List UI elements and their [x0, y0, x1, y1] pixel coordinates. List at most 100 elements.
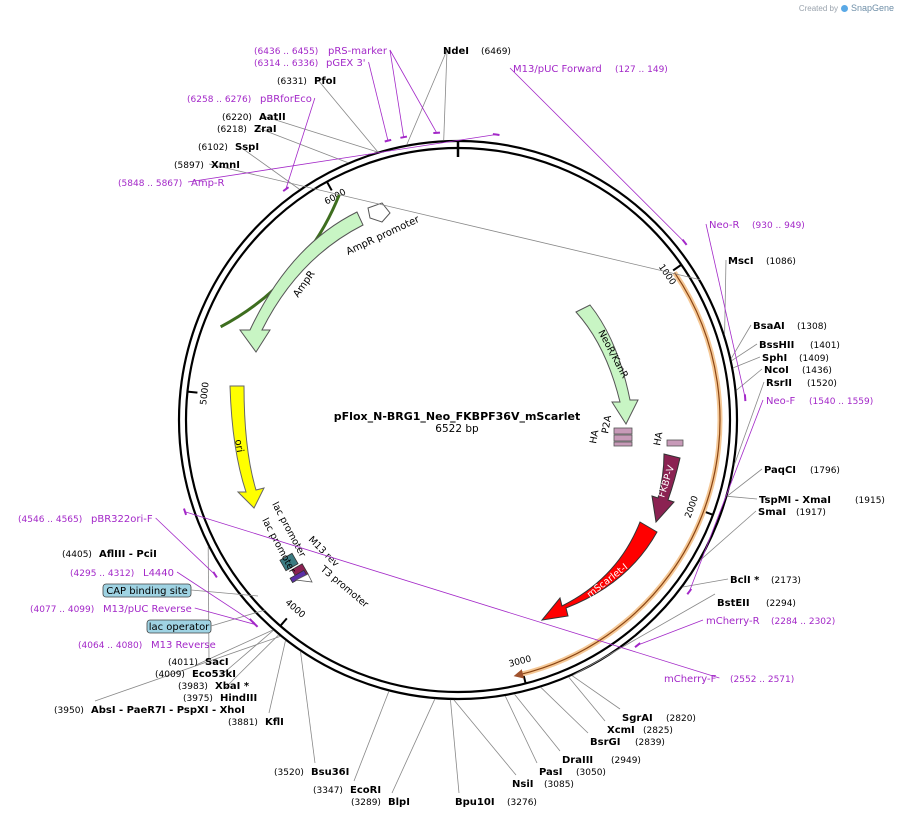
enzyme-bsteii[interactable]: BstEII(2294): [717, 598, 796, 609]
primer-leader-line: [184, 511, 720, 679]
enzyme-rsrii[interactable]: RsrII(1520): [766, 378, 837, 389]
fkbp-feature: FKBP-V: [651, 453, 681, 524]
primer-leader-line: [368, 61, 389, 141]
enzyme-leader-line: [391, 698, 436, 794]
primer-marker: [634, 642, 641, 648]
svg-text:(6469): (6469): [481, 47, 511, 57]
feature-box-cap-binding-site[interactable]: CAP binding site: [102, 583, 259, 598]
enzyme-leader-line: [731, 343, 758, 362]
svg-text:(3289): (3289): [351, 798, 381, 808]
primer-pbr322ori-f[interactable]: (4546 .. 4565)pBR322ori-F: [18, 514, 153, 525]
primer-leader-line: [285, 97, 316, 190]
enzyme-draiii[interactable]: DraIII(2949): [562, 755, 641, 766]
enzyme-sgrai[interactable]: SgrAI(2820): [622, 713, 696, 724]
enzyme-afliii-pcii[interactable]: (4405)AflIII - PciI: [62, 549, 157, 560]
svg-text:(1308): (1308): [797, 322, 827, 332]
primer-pgex3[interactable]: (6314 .. 6336)pGEX 3': [254, 58, 366, 69]
enzyme-leader-line: [724, 259, 727, 335]
plasmid-backbone: [177, 139, 739, 701]
svg-text:HindIII: HindIII: [220, 693, 257, 704]
svg-text:(3347): (3347): [313, 786, 343, 796]
enzyme-zrai[interactable]: (6218)ZraI: [217, 124, 277, 135]
primer-pbrforeco[interactable]: (6258 .. 6276)pBRforEco: [187, 94, 312, 105]
enzyme-xcmi[interactable]: XcmI(2825): [607, 725, 673, 736]
svg-text:RsrII: RsrII: [766, 378, 792, 389]
enzyme-hindiii[interactable]: (3975)HindIII: [183, 693, 257, 704]
enzyme-xmni[interactable]: (5897)XmnI: [174, 160, 240, 171]
enzyme-blpi[interactable]: (3289)BlpI: [351, 797, 410, 808]
plasmid-length: 6522 bp: [435, 423, 479, 435]
svg-text:XbaI *: XbaI *: [215, 681, 250, 692]
primer-mcherry-r[interactable]: mCherry-R(2284 .. 2302): [706, 616, 835, 627]
primer-leader-line: [637, 619, 704, 646]
enzyme-leader-line: [262, 115, 378, 153]
enzyme-nsii[interactable]: NsiI(3085): [512, 779, 574, 790]
primer-neo-r[interactable]: Neo-R(930 .. 949): [709, 220, 805, 231]
primer-mcherry-f[interactable]: mCherry-F (2552 .. 2571): [664, 674, 794, 685]
enzyme-paqci[interactable]: PaqCI(1796): [764, 465, 840, 476]
t3-promoter-label: T3 promoter: [317, 563, 370, 610]
mscarlet-label: mScarlet-I: [585, 562, 630, 601]
enzyme-ndei[interactable]: NdeI (6469): [443, 46, 511, 57]
svg-text:Neo-R: Neo-R: [709, 220, 740, 231]
primer-m13-puc-reverse[interactable]: (4077 .. 4099)M13/pUC Reverse: [30, 604, 192, 615]
plasmid-center-labels: pFlox_N-BRG1_Neo_FKBPF36V_mScarlet 6522 …: [334, 410, 580, 435]
svg-text:mCherry-F: mCherry-F: [664, 674, 717, 685]
enzyme-saci[interactable]: (4011)SacI: [168, 657, 229, 668]
svg-text:AbsI - PaeR7I - PspXI - Xho: AbsI - PaeR7I - PspXI - XhoI: [91, 705, 245, 716]
svg-text:(1796): (1796): [810, 466, 840, 476]
primer-leader-lines: [155, 49, 764, 679]
snapgene-branding: Created by SnapGene: [799, 3, 894, 13]
enzyme-bsu36i[interactable]: (3520)Bsu36I: [274, 767, 349, 778]
enzyme-aatii[interactable]: (6220)AatII: [222, 112, 286, 123]
neo-feature: NeoR/KanR: [575, 304, 639, 426]
enzyme-absi-xhoi[interactable]: (3950)AbsI - PaeR7I - PspXI - XhoI: [54, 705, 245, 716]
enzyme-bsrgi[interactable]: BsrGI(2839): [590, 737, 665, 748]
feature-box-lac-operator[interactable]: lac operator: [146, 609, 266, 634]
enzyme-smai[interactable]: SmaI(1917): [758, 507, 826, 518]
svg-text:(6258 .. 6276): (6258 .. 6276): [187, 95, 251, 105]
enzyme-leader-line: [300, 651, 316, 764]
primer-leader-line: [155, 517, 216, 575]
primer-m13-puc-forward[interactable]: M13/pUC Forward(127 .. 149): [513, 64, 668, 75]
enzyme-bpu10i[interactable]: Bpu10I(3276): [455, 797, 537, 808]
svg-text:(6102): (6102): [198, 143, 228, 153]
svg-text:pGEX 3': pGEX 3': [326, 58, 366, 69]
enzyme-bsaai[interactable]: BsaAI(1308): [753, 321, 827, 332]
svg-text:(2552 .. 2571): (2552 .. 2571): [730, 675, 794, 685]
svg-text:NdeI: NdeI: [443, 46, 469, 57]
enzyme-bsshii[interactable]: BssHII(1401): [759, 340, 840, 351]
svg-text:(4405): (4405): [62, 550, 92, 560]
svg-text:DraIII: DraIII: [562, 755, 593, 766]
enzyme-sphi[interactable]: SphI(1409): [762, 353, 829, 364]
primer-prs-marker[interactable]: (6436 .. 6455)pRS-marker: [254, 46, 388, 57]
svg-text:pRS-marker: pRS-marker: [328, 46, 388, 57]
svg-text:AatII: AatII: [259, 112, 286, 123]
enzyme-msci[interactable]: MscI(1086): [728, 256, 796, 267]
enzyme-ecori[interactable]: (3347)EcoRI: [313, 785, 381, 796]
primer-leader-line: [509, 67, 685, 243]
enzyme-leader-line: [207, 546, 210, 662]
primer-amp-r[interactable]: (5848 .. 5867)Amp-R: [118, 178, 225, 189]
enzyme-tspmi-xmai[interactable]: TspMI - XmaI(1915): [759, 495, 885, 506]
svg-text:(5897): (5897): [174, 161, 204, 171]
enzyme-pasi[interactable]: PasI(3050): [539, 767, 606, 778]
svg-text:(1540 .. 1559): (1540 .. 1559): [809, 397, 873, 407]
enzyme-kfli[interactable]: (3881)KflI: [228, 717, 284, 728]
enzyme-eco53ki[interactable]: (4009)Eco53kI: [155, 669, 236, 680]
enzyme-leader-line: [504, 695, 538, 764]
primer-m13-reverse[interactable]: (4064 .. 4080)M13 Reverse: [78, 640, 216, 651]
enzyme-leader-line: [94, 635, 281, 702]
enzyme-leader-line: [514, 693, 561, 752]
primer-l4440[interactable]: (4295 .. 4312)L4440: [70, 568, 174, 579]
svg-text:(4011): (4011): [168, 658, 198, 668]
primer-neo-f[interactable]: Neo-F(1540 .. 1559): [766, 396, 873, 407]
svg-text:(1409): (1409): [799, 354, 829, 364]
enzyme-sspi[interactable]: (6102)SspI: [198, 142, 259, 153]
enzyme-ncoi[interactable]: NcoI(1436): [764, 365, 832, 376]
enzyme-leader-line: [727, 468, 763, 497]
svg-text:PfoI: PfoI: [314, 76, 336, 87]
enzyme-pfoi[interactable]: (6331)PfoI: [277, 76, 336, 87]
enzyme-bcli[interactable]: BclI *(2173): [730, 575, 801, 586]
enzyme-xbai[interactable]: (3983)XbaI *: [178, 681, 250, 692]
